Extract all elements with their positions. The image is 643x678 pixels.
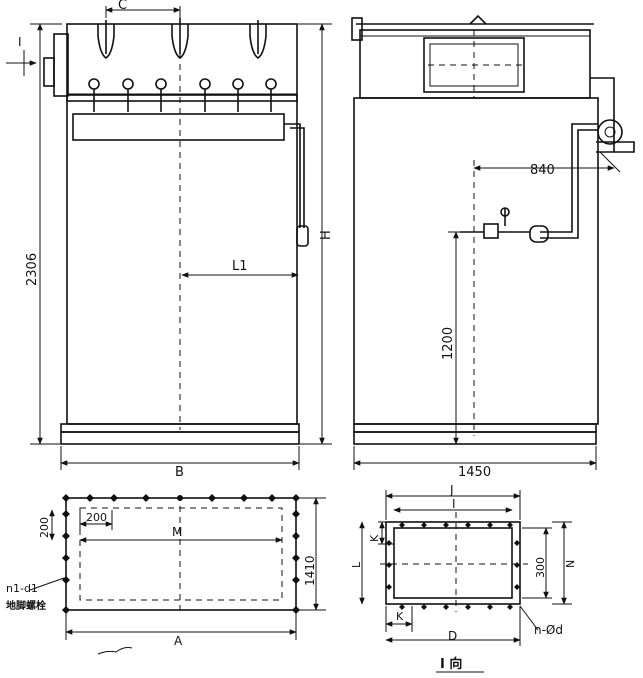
dim-h-label: H bbox=[319, 230, 334, 240]
filter-cup bbox=[529, 225, 549, 243]
dim-k-left-label: K bbox=[368, 534, 381, 542]
dim-300-label: 300 bbox=[534, 557, 547, 578]
front-view bbox=[43, 18, 309, 445]
header-box bbox=[72, 113, 285, 141]
side-base bbox=[353, 423, 597, 433]
hole-spec-label: n-Ød bbox=[534, 623, 563, 637]
dim-d-label: D bbox=[448, 629, 457, 643]
dim-1410-label: 1410 bbox=[303, 555, 317, 586]
inspection-door bbox=[423, 37, 525, 93]
level-gauge bbox=[296, 225, 309, 247]
pulse-manifold bbox=[66, 94, 298, 102]
pulse-valves bbox=[88, 78, 277, 112]
detail-flange-outer bbox=[385, 521, 521, 605]
dim-j-label: J bbox=[449, 483, 454, 497]
plan-dimensions: 200 200 M 1410 A n1-d1 地脚螺栓 bbox=[6, 497, 326, 655]
dim-l1-label: L1 bbox=[232, 259, 248, 274]
dim-k-bottom-label: K bbox=[396, 610, 404, 623]
side-valve bbox=[483, 223, 499, 239]
inlet-label: I bbox=[18, 35, 22, 49]
dim-200-left-label: 200 bbox=[38, 517, 51, 538]
bolt-spec-label: n1-d1 bbox=[6, 582, 38, 595]
detail-view-title: I 向 bbox=[440, 656, 462, 672]
detail-holes bbox=[386, 522, 520, 610]
dim-200-inner-label: 200 bbox=[86, 511, 107, 524]
dim-c-label: C bbox=[118, 0, 127, 13]
dim-b-label: B bbox=[175, 465, 184, 480]
motor bbox=[597, 119, 623, 145]
dim-a-label: A bbox=[174, 634, 183, 648]
dim-1450-label: 1450 bbox=[458, 465, 491, 480]
air-pipe bbox=[540, 123, 598, 233]
dim-2306-label: 2306 bbox=[25, 253, 40, 286]
dim-1200-label: 1200 bbox=[441, 327, 456, 360]
side-dimensions: 840 1200 1450 bbox=[353, 163, 615, 480]
front-body bbox=[66, 23, 298, 425]
side-body bbox=[353, 97, 599, 425]
side-upper-housing bbox=[359, 29, 591, 99]
ink-mark bbox=[97, 647, 133, 655]
detail-view bbox=[380, 512, 528, 612]
front-dimensions: C 2306 H L1 B I bbox=[6, 0, 334, 480]
motor-bracket bbox=[596, 141, 635, 153]
top-hinge bbox=[351, 17, 363, 41]
dim-i-label: I bbox=[452, 497, 456, 511]
dim-840-label: 840 bbox=[530, 163, 555, 178]
plan-view bbox=[62, 494, 300, 614]
inlet-flange bbox=[53, 33, 69, 97]
dim-n-label: N bbox=[564, 560, 577, 568]
side-view bbox=[351, 14, 635, 445]
dim-l-label: L bbox=[350, 561, 363, 568]
dim-m-label: M bbox=[172, 525, 182, 539]
anchor-bolt-label: 地脚螺栓 bbox=[6, 599, 46, 612]
plan-bolts bbox=[62, 494, 300, 614]
detail-dimensions: J I K L 300 N K D n-Ød I 向 bbox=[350, 483, 577, 673]
motor-pipe bbox=[590, 77, 615, 152]
detail-flange-inner bbox=[393, 527, 513, 599]
